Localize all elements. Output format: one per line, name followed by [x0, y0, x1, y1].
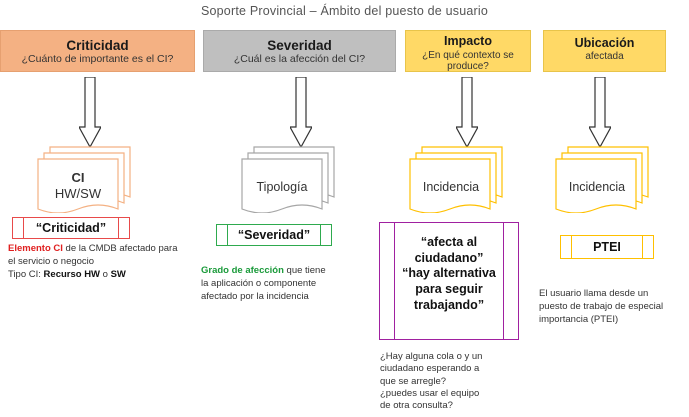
down-arrow-icon	[456, 77, 478, 149]
document-incidencia-label: Incidencia	[422, 180, 480, 194]
note-criticidad-hw: Recurso HW	[43, 268, 101, 280]
header-ubicacion-subtitle: afectada	[585, 50, 624, 62]
document-stack-icon	[37, 146, 131, 213]
header-criticidad-title: Criticidad	[66, 38, 129, 53]
document-stack-icon	[241, 146, 335, 213]
document-ci-title: CI	[71, 170, 85, 185]
header-severidad: Severidad ¿Cuál es la afección del CI?	[203, 30, 396, 72]
tag-impacto-line-2: “hay alternativa para seguir trabajando”	[402, 266, 496, 312]
header-severidad-question: ¿Cuál es la afección del CI?	[233, 52, 366, 65]
document-ci-subtitle: HW/SW	[54, 186, 102, 202]
down-arrow-icon	[589, 77, 611, 149]
tag-impacto: “afecta al ciudadano” “hay alternativa p…	[379, 222, 519, 340]
header-criticidad-question: ¿Cuánto de importante es el CI?	[21, 52, 174, 65]
note-severidad-text: que tiene la aplicación o componente afe…	[201, 265, 326, 302]
tag-bar-left	[571, 236, 572, 258]
down-arrow-icon	[79, 77, 101, 149]
document-tipologia-label: Tipología	[256, 180, 308, 194]
header-ubicacion-title: Ubicación	[574, 36, 635, 50]
header-impacto: Impacto ¿En qué contexto se produce?	[405, 30, 531, 72]
tag-bar-right	[118, 218, 119, 238]
header-ubicacion: Ubicación afectada	[543, 30, 666, 72]
tag-criticidad: “Criticidad”	[12, 217, 130, 239]
note-criticidad-sw: SW	[110, 268, 126, 280]
header-impacto-question: ¿En qué contexto se produce?	[422, 49, 514, 72]
tag-bar-right	[642, 236, 643, 258]
tag-bar-left	[227, 225, 228, 245]
tag-ptei-label: PTEI	[593, 240, 621, 254]
header-severidad-title: Severidad	[267, 38, 332, 53]
document-stack-icon	[409, 146, 503, 213]
header-criticidad: Criticidad ¿Cuánto de importante es el C…	[0, 30, 195, 72]
note-criticidad: Elemento CI de la CMDB afectado para el …	[8, 243, 178, 281]
note-ubicacion: El usuario llama desde un puesto de trab…	[539, 288, 664, 325]
note-impacto-line-4: ¿puedes usar el equipo	[380, 388, 480, 400]
note-criticidad-highlight: Elemento CI	[8, 243, 63, 254]
note-criticidad-or: o	[100, 268, 111, 280]
tag-impacto-line-1: “afecta al ciudadano”	[414, 235, 484, 265]
tag-criticidad-label: “Criticidad”	[35, 221, 107, 235]
tag-severidad-label: “Severidad”	[237, 228, 311, 242]
document-ci-label: CI HW/SW	[38, 170, 118, 203]
tag-bar-right	[503, 223, 504, 339]
tag-bar-left	[23, 218, 24, 238]
diagram-title: Soporte Provincial – Ámbito del puesto d…	[200, 4, 489, 18]
tag-ptei: PTEI	[560, 235, 654, 259]
note-severidad: Grado de afección que tiene la aplicació…	[201, 265, 331, 303]
note-criticidad-text: de la CMDB afectado para el servicio o n…	[8, 243, 178, 267]
tag-bar-right	[320, 225, 321, 245]
tag-severidad: “Severidad”	[216, 224, 332, 246]
tag-bar-left	[394, 223, 395, 339]
header-impacto-title: Impacto	[444, 34, 492, 48]
note-severidad-highlight: Grado de afección	[201, 265, 284, 276]
note-impacto-line-2: ciudadano esperando a	[380, 363, 480, 375]
note-criticidad-type-label: Tipo CI:	[8, 268, 44, 280]
note-impacto-line-3: que se arregle?	[380, 375, 447, 387]
down-arrow-icon	[290, 77, 312, 149]
note-impacto: ¿Hay alguna cola o y un ciudadano espera…	[380, 351, 510, 413]
document-stack-icon	[555, 146, 649, 213]
document-incidencia-label: Incidencia	[568, 180, 626, 194]
note-impacto-line-1: ¿Hay alguna cola o y un	[380, 351, 483, 362]
note-impacto-line-5: de otra consulta?	[380, 400, 453, 412]
